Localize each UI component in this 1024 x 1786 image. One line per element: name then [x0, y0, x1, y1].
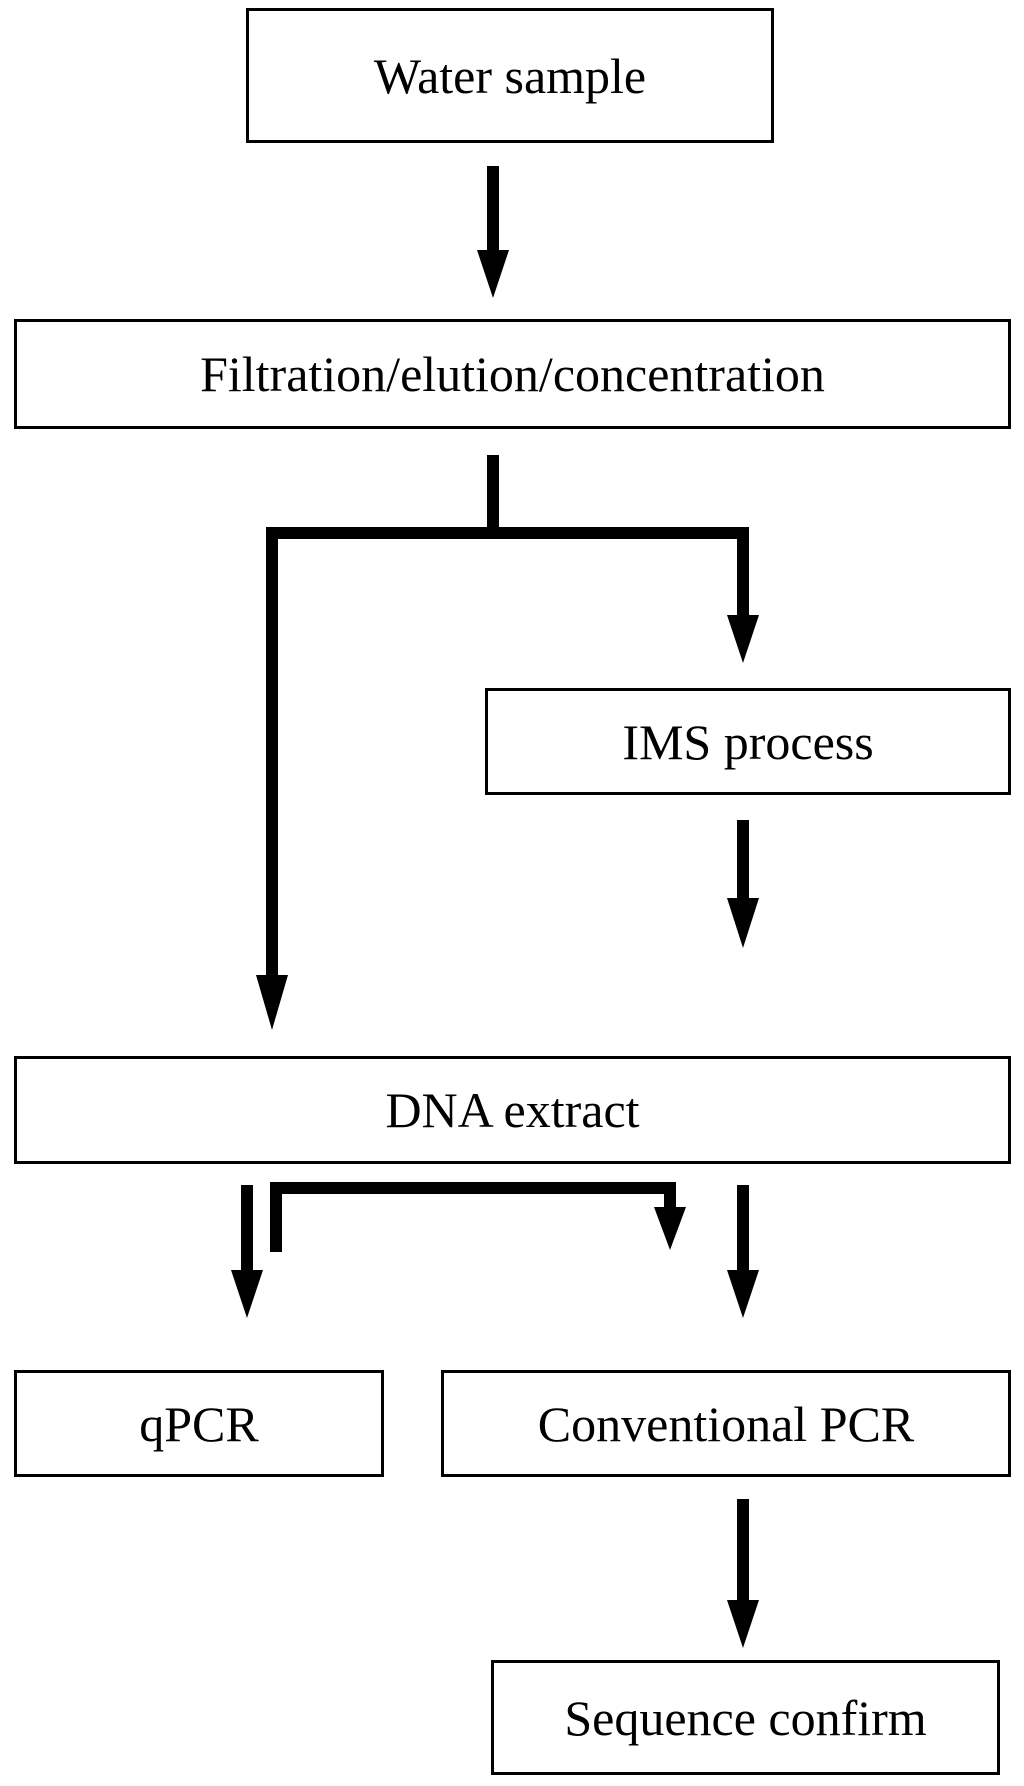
arrow-conventional-to-sequence — [727, 1499, 759, 1648]
node-filtration: Filtration/elution/concentration — [14, 319, 1011, 429]
arrow-filtration-to-dna-extract — [256, 527, 288, 1030]
node-ims-process: IMS process — [485, 688, 1011, 795]
node-qpcr-label: qPCR — [139, 1395, 259, 1452]
node-dna-extract-label: DNA extract — [385, 1082, 640, 1138]
node-water-sample-label: Water sample — [373, 47, 647, 104]
node-sequence-confirm: Sequence confirm — [491, 1660, 1000, 1775]
node-dna-extract: DNA extract — [14, 1056, 1011, 1164]
arrow-dna-to-conventional-pcr — [727, 1185, 759, 1318]
branch-filtration-split — [266, 455, 749, 539]
node-qpcr: qPCR — [14, 1370, 384, 1477]
node-ims-process-label: IMS process — [622, 713, 874, 770]
node-conventional-pcr-label: Conventional PCR — [537, 1395, 915, 1452]
arrow-water-to-filtration — [477, 166, 509, 298]
connector-qpcr-to-conventional — [270, 1182, 686, 1252]
node-filtration-label: Filtration/elution/concentration — [200, 346, 825, 402]
node-conventional-pcr: Conventional PCR — [441, 1370, 1011, 1477]
arrow-filtration-to-ims — [727, 527, 759, 663]
arrow-ims-down — [727, 820, 759, 948]
node-water-sample: Water sample — [246, 8, 774, 143]
node-sequence-confirm-label: Sequence confirm — [564, 1689, 927, 1746]
arrow-dna-to-qpcr — [231, 1185, 263, 1318]
